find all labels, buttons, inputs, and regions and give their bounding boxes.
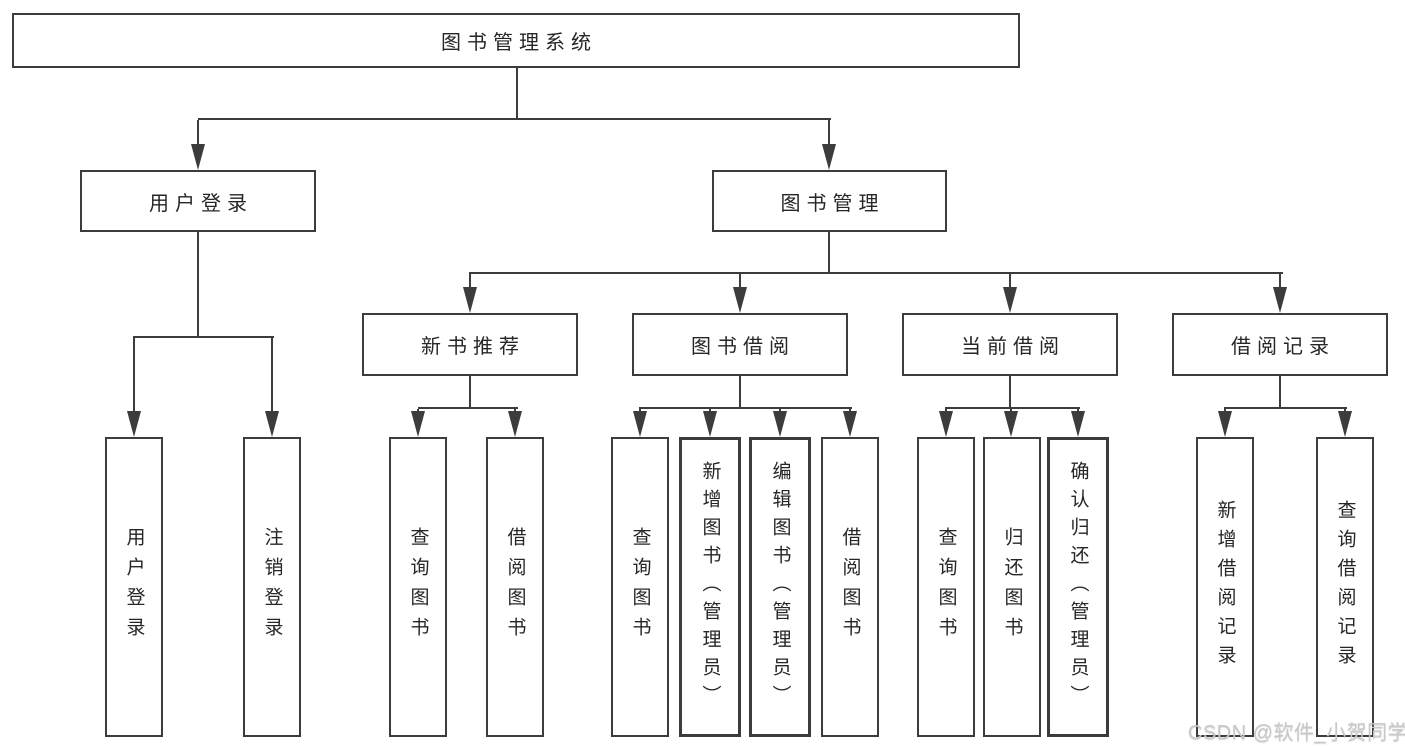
connector-line bbox=[1279, 274, 1281, 290]
node-new-book-recommend-label: 新书推荐 bbox=[421, 336, 525, 358]
arrow-down-icon bbox=[127, 411, 141, 437]
leaf-borrow-query-label: 查询图书 bbox=[629, 527, 651, 647]
leaf-records-add-label: 新增借阅记录 bbox=[1214, 500, 1236, 674]
arrow-down-icon bbox=[1003, 287, 1017, 313]
arrow-down-icon bbox=[463, 287, 477, 313]
node-user-login-label: 用户登录 bbox=[149, 192, 253, 215]
leaf-user-login: 用户登录 bbox=[105, 437, 163, 737]
arrow-down-icon bbox=[191, 144, 205, 170]
arrow-down-icon bbox=[411, 411, 425, 437]
connector-line bbox=[271, 338, 273, 416]
arrow-down-icon bbox=[773, 411, 787, 437]
connector-line bbox=[469, 376, 471, 409]
arrow-down-icon bbox=[703, 411, 717, 437]
leaf-borrow-borrow: 借阅图书 bbox=[821, 437, 879, 737]
connector-line bbox=[133, 336, 274, 338]
leaf-borrow-add-admin-label: 新增图书（管理员） bbox=[699, 461, 721, 713]
arrow-down-icon bbox=[508, 411, 522, 437]
connector-line bbox=[1009, 376, 1011, 409]
leaf-logout: 注销登录 bbox=[243, 437, 301, 737]
arrow-down-icon bbox=[633, 411, 647, 437]
arrow-down-icon bbox=[1218, 411, 1232, 437]
node-book-borrow-label: 图书借阅 bbox=[691, 336, 795, 358]
leaf-newbook-borrow-label: 借阅图书 bbox=[504, 527, 526, 647]
connector-line bbox=[418, 407, 518, 409]
arrow-down-icon bbox=[265, 411, 279, 437]
leaf-current-confirm-admin: 确认归还（管理员） bbox=[1047, 437, 1109, 737]
leaf-newbook-query-label: 查询图书 bbox=[407, 527, 429, 647]
arrow-down-icon bbox=[822, 144, 836, 170]
leaf-newbook-query: 查询图书 bbox=[389, 437, 447, 737]
connector-line bbox=[639, 407, 852, 409]
leaf-logout-label: 注销登录 bbox=[261, 527, 283, 647]
node-root-label: 图书管理系统 bbox=[441, 32, 597, 54]
connector-line bbox=[469, 274, 471, 290]
node-user-login: 用户登录 bbox=[80, 170, 316, 232]
leaf-records-query: 查询借阅记录 bbox=[1316, 437, 1374, 737]
connector-line bbox=[197, 120, 199, 148]
arrow-down-icon bbox=[1071, 411, 1085, 437]
leaf-current-query: 查询图书 bbox=[917, 437, 975, 737]
node-current-borrow-label: 当前借阅 bbox=[961, 336, 1065, 358]
node-current-borrow: 当前借阅 bbox=[902, 313, 1118, 376]
connector-line bbox=[516, 68, 518, 120]
connector-line bbox=[1009, 274, 1011, 290]
leaf-current-confirm-admin-label: 确认归还（管理员） bbox=[1067, 461, 1089, 713]
connector-line bbox=[197, 232, 199, 338]
connector-line bbox=[945, 407, 1080, 409]
node-book-management: 图书管理 bbox=[712, 170, 947, 232]
connector-line bbox=[469, 272, 1283, 274]
node-borrow-records: 借阅记录 bbox=[1172, 313, 1388, 376]
connector-line bbox=[739, 274, 741, 290]
arrow-down-icon bbox=[1004, 411, 1018, 437]
watermark: CSDN @软件_小贺同学 bbox=[1188, 722, 1405, 744]
leaf-records-query-label: 查询借阅记录 bbox=[1334, 500, 1356, 674]
leaf-user-login-label: 用户登录 bbox=[123, 527, 145, 647]
leaf-current-query-label: 查询图书 bbox=[935, 527, 957, 647]
connector-line bbox=[1224, 407, 1347, 409]
leaf-records-add: 新增借阅记录 bbox=[1196, 437, 1254, 737]
connector-line bbox=[739, 376, 741, 409]
node-new-book-recommend: 新书推荐 bbox=[362, 313, 578, 376]
connector-line bbox=[1279, 376, 1281, 409]
connector-line bbox=[198, 118, 831, 120]
leaf-newbook-borrow: 借阅图书 bbox=[486, 437, 544, 737]
connector-line bbox=[133, 338, 135, 416]
arrow-down-icon bbox=[733, 287, 747, 313]
arrow-down-icon bbox=[939, 411, 953, 437]
node-book-borrow: 图书借阅 bbox=[632, 313, 848, 376]
leaf-borrow-query: 查询图书 bbox=[611, 437, 669, 737]
leaf-borrow-edit-admin: 编辑图书（管理员） bbox=[749, 437, 811, 737]
arrow-down-icon bbox=[1338, 411, 1352, 437]
node-borrow-records-label: 借阅记录 bbox=[1231, 336, 1335, 358]
node-root: 图书管理系统 bbox=[12, 13, 1020, 68]
connector-line bbox=[828, 232, 830, 274]
leaf-borrow-edit-admin-label: 编辑图书（管理员） bbox=[769, 461, 791, 713]
connector-line bbox=[828, 120, 830, 148]
arrow-down-icon bbox=[843, 411, 857, 437]
arrow-down-icon bbox=[1273, 287, 1287, 313]
leaf-borrow-add-admin: 新增图书（管理员） bbox=[679, 437, 741, 737]
leaf-current-return: 归还图书 bbox=[983, 437, 1041, 737]
leaf-current-return-label: 归还图书 bbox=[1001, 527, 1023, 647]
leaf-borrow-borrow-label: 借阅图书 bbox=[839, 527, 861, 647]
node-book-management-label: 图书管理 bbox=[780, 192, 885, 215]
